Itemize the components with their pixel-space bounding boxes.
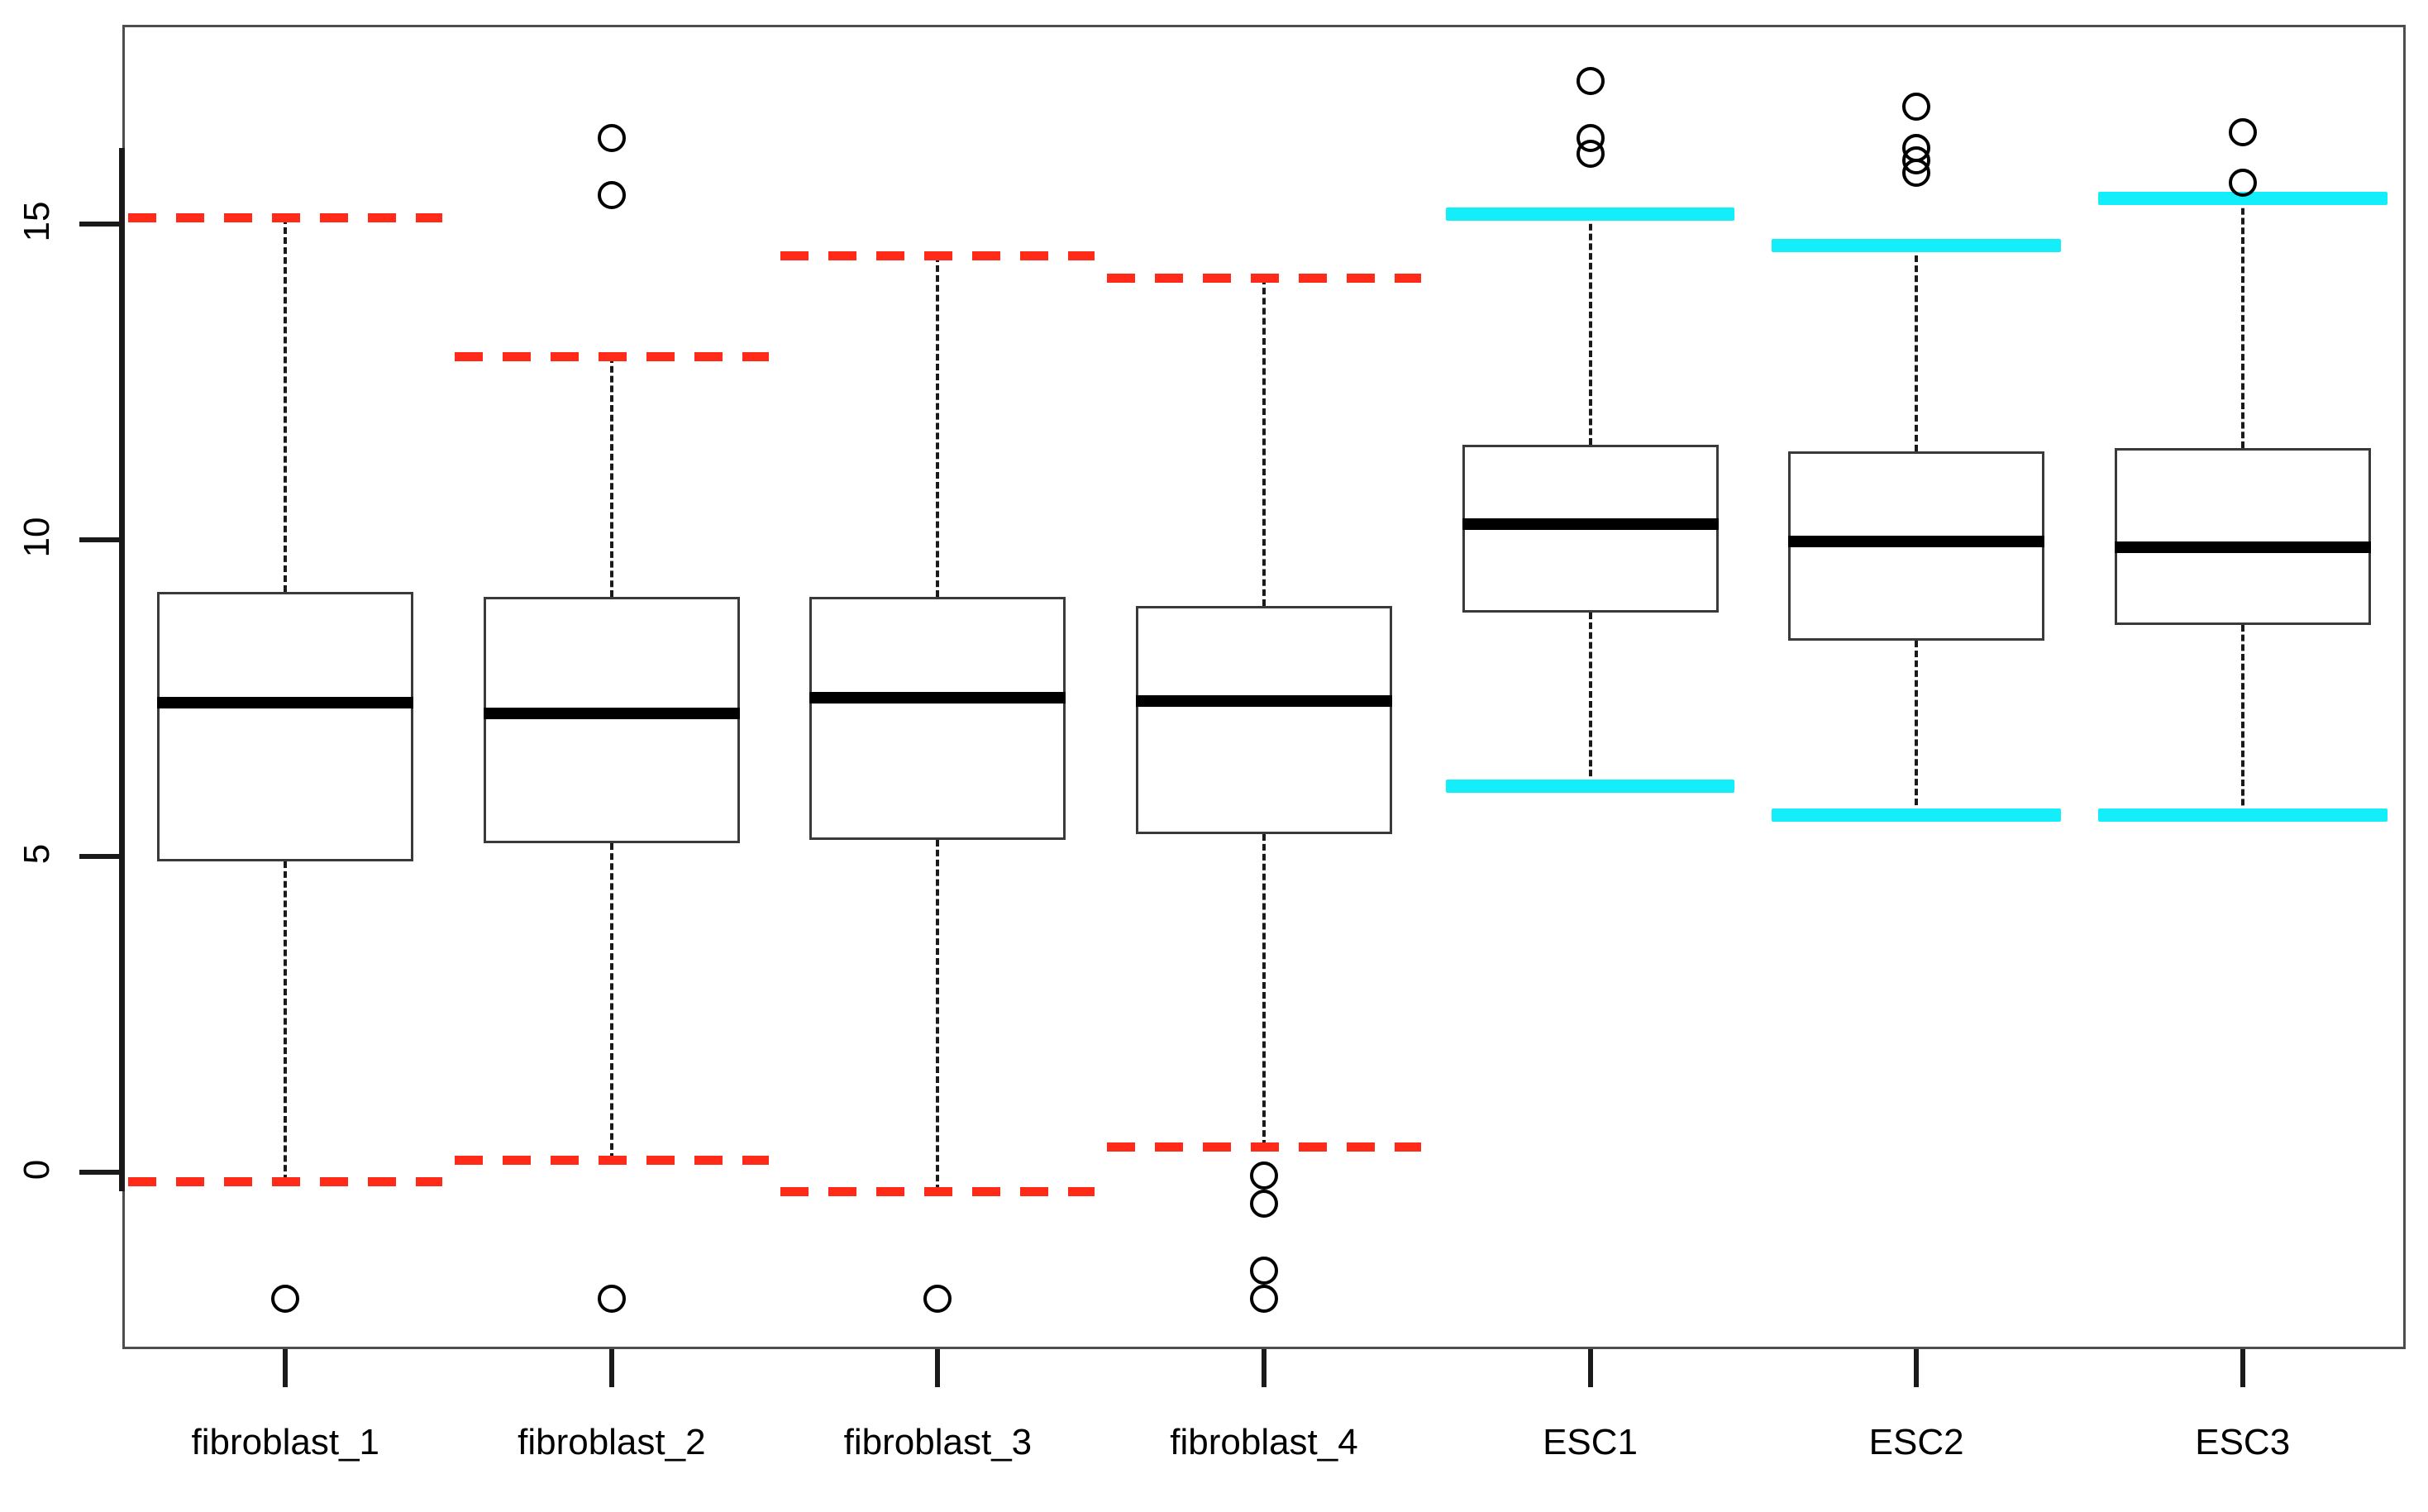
- y-tick-label-15: 15: [17, 201, 57, 241]
- whisker-upper-fibroblast_1: [284, 217, 288, 592]
- y-tick-10: [79, 537, 122, 542]
- box-fibroblast_1: [157, 591, 414, 861]
- outlier-point: [1250, 1190, 1278, 1219]
- whisker-lower-fibroblast_3: [936, 840, 940, 1191]
- x-tick-label-fibroblast_3: fibroblast_3: [843, 1422, 1033, 1462]
- y-tick-label-10: 10: [17, 517, 57, 558]
- outlier-point: [1250, 1285, 1278, 1313]
- whisker-lower-ESC1: [1588, 612, 1592, 787]
- x-tick-label-fibroblast_1: fibroblast_1: [191, 1422, 380, 1462]
- x-tick-label-fibroblast_4: fibroblast_4: [1170, 1422, 1358, 1462]
- whisker-upper-fibroblast_2: [609, 356, 613, 597]
- outlier-point: [1250, 1161, 1278, 1190]
- whisker-cap-low-fibroblast_1: [128, 1177, 443, 1187]
- median-line-ESC3: [2114, 541, 2371, 554]
- whisker-cap-low-ESC1: [1445, 780, 1735, 794]
- y-tick-15: [79, 221, 122, 227]
- x-tick-ESC1: [1587, 1349, 1593, 1387]
- y-axis-line: [119, 147, 125, 1191]
- whisker-cap-high-fibroblast_1: [128, 212, 443, 222]
- y-tick-label-0: 0: [17, 1159, 57, 1181]
- box-fibroblast_4: [1136, 606, 1392, 834]
- whisker-lower-ESC3: [2240, 625, 2244, 815]
- outlier-point: [597, 124, 626, 153]
- whisker-cap-high-ESC3: [2097, 191, 2387, 205]
- x-tick-label-ESC1: ESC1: [1543, 1422, 1639, 1462]
- median-line-fibroblast_3: [809, 692, 1066, 704]
- box-fibroblast_2: [483, 596, 740, 844]
- whisker-cap-high-fibroblast_4: [1107, 273, 1421, 283]
- whisker-upper-fibroblast_3: [936, 255, 940, 597]
- outlier-point: [597, 181, 626, 210]
- outlier-point: [1576, 140, 1605, 169]
- outlier-point: [1902, 159, 1931, 188]
- outlier-point: [923, 1285, 952, 1313]
- y-tick-0: [79, 1170, 122, 1175]
- outlier-point: [271, 1285, 300, 1313]
- whisker-upper-fibroblast_4: [1262, 277, 1266, 607]
- outlier-point: [2228, 117, 2257, 146]
- whisker-lower-fibroblast_1: [284, 861, 288, 1182]
- whisker-cap-low-fibroblast_4: [1107, 1142, 1421, 1152]
- outlier-point: [597, 1285, 626, 1313]
- whisker-cap-low-fibroblast_2: [454, 1155, 769, 1165]
- median-line-ESC1: [1462, 518, 1719, 530]
- x-tick-ESC2: [1914, 1349, 1920, 1387]
- median-line-fibroblast_1: [157, 697, 414, 709]
- whisker-cap-high-ESC1: [1445, 207, 1735, 222]
- median-line-ESC2: [1788, 535, 2045, 547]
- box-fibroblast_3: [809, 596, 1066, 841]
- whisker-cap-low-fibroblast_3: [780, 1186, 1095, 1196]
- outlier-point: [1902, 92, 1931, 121]
- box-ESC3: [2114, 448, 2371, 626]
- outlier-point: [1576, 67, 1605, 96]
- x-tick-fibroblast_3: [935, 1349, 941, 1387]
- whisker-upper-ESC1: [1588, 214, 1592, 446]
- median-line-fibroblast_2: [483, 708, 740, 720]
- x-tick-label-fibroblast_2: fibroblast_2: [518, 1422, 706, 1462]
- x-tick-ESC3: [2240, 1349, 2245, 1387]
- y-tick-label-5: 5: [17, 843, 57, 864]
- median-line-fibroblast_4: [1136, 695, 1392, 708]
- whisker-upper-ESC2: [1915, 246, 1919, 451]
- x-tick-label-ESC3: ESC3: [2195, 1422, 2291, 1462]
- whisker-cap-low-ESC2: [1772, 808, 2061, 822]
- whisker-cap-low-ESC3: [2097, 808, 2387, 822]
- whisker-lower-fibroblast_4: [1262, 833, 1266, 1147]
- whisker-cap-high-ESC2: [1772, 239, 2061, 253]
- x-tick-fibroblast_1: [283, 1349, 289, 1387]
- whisker-lower-ESC2: [1915, 641, 1919, 815]
- whisker-cap-high-fibroblast_3: [780, 250, 1095, 260]
- whisker-cap-high-fibroblast_2: [454, 352, 769, 362]
- whisker-lower-fibroblast_2: [609, 843, 613, 1160]
- outlier-point: [1250, 1256, 1278, 1285]
- x-tick-fibroblast_4: [1262, 1349, 1266, 1387]
- whisker-upper-ESC3: [2240, 198, 2244, 449]
- x-tick-fibroblast_2: [608, 1349, 614, 1387]
- outlier-point: [2228, 168, 2257, 197]
- x-tick-label-ESC2: ESC2: [1868, 1422, 1964, 1462]
- y-tick-5: [79, 853, 122, 859]
